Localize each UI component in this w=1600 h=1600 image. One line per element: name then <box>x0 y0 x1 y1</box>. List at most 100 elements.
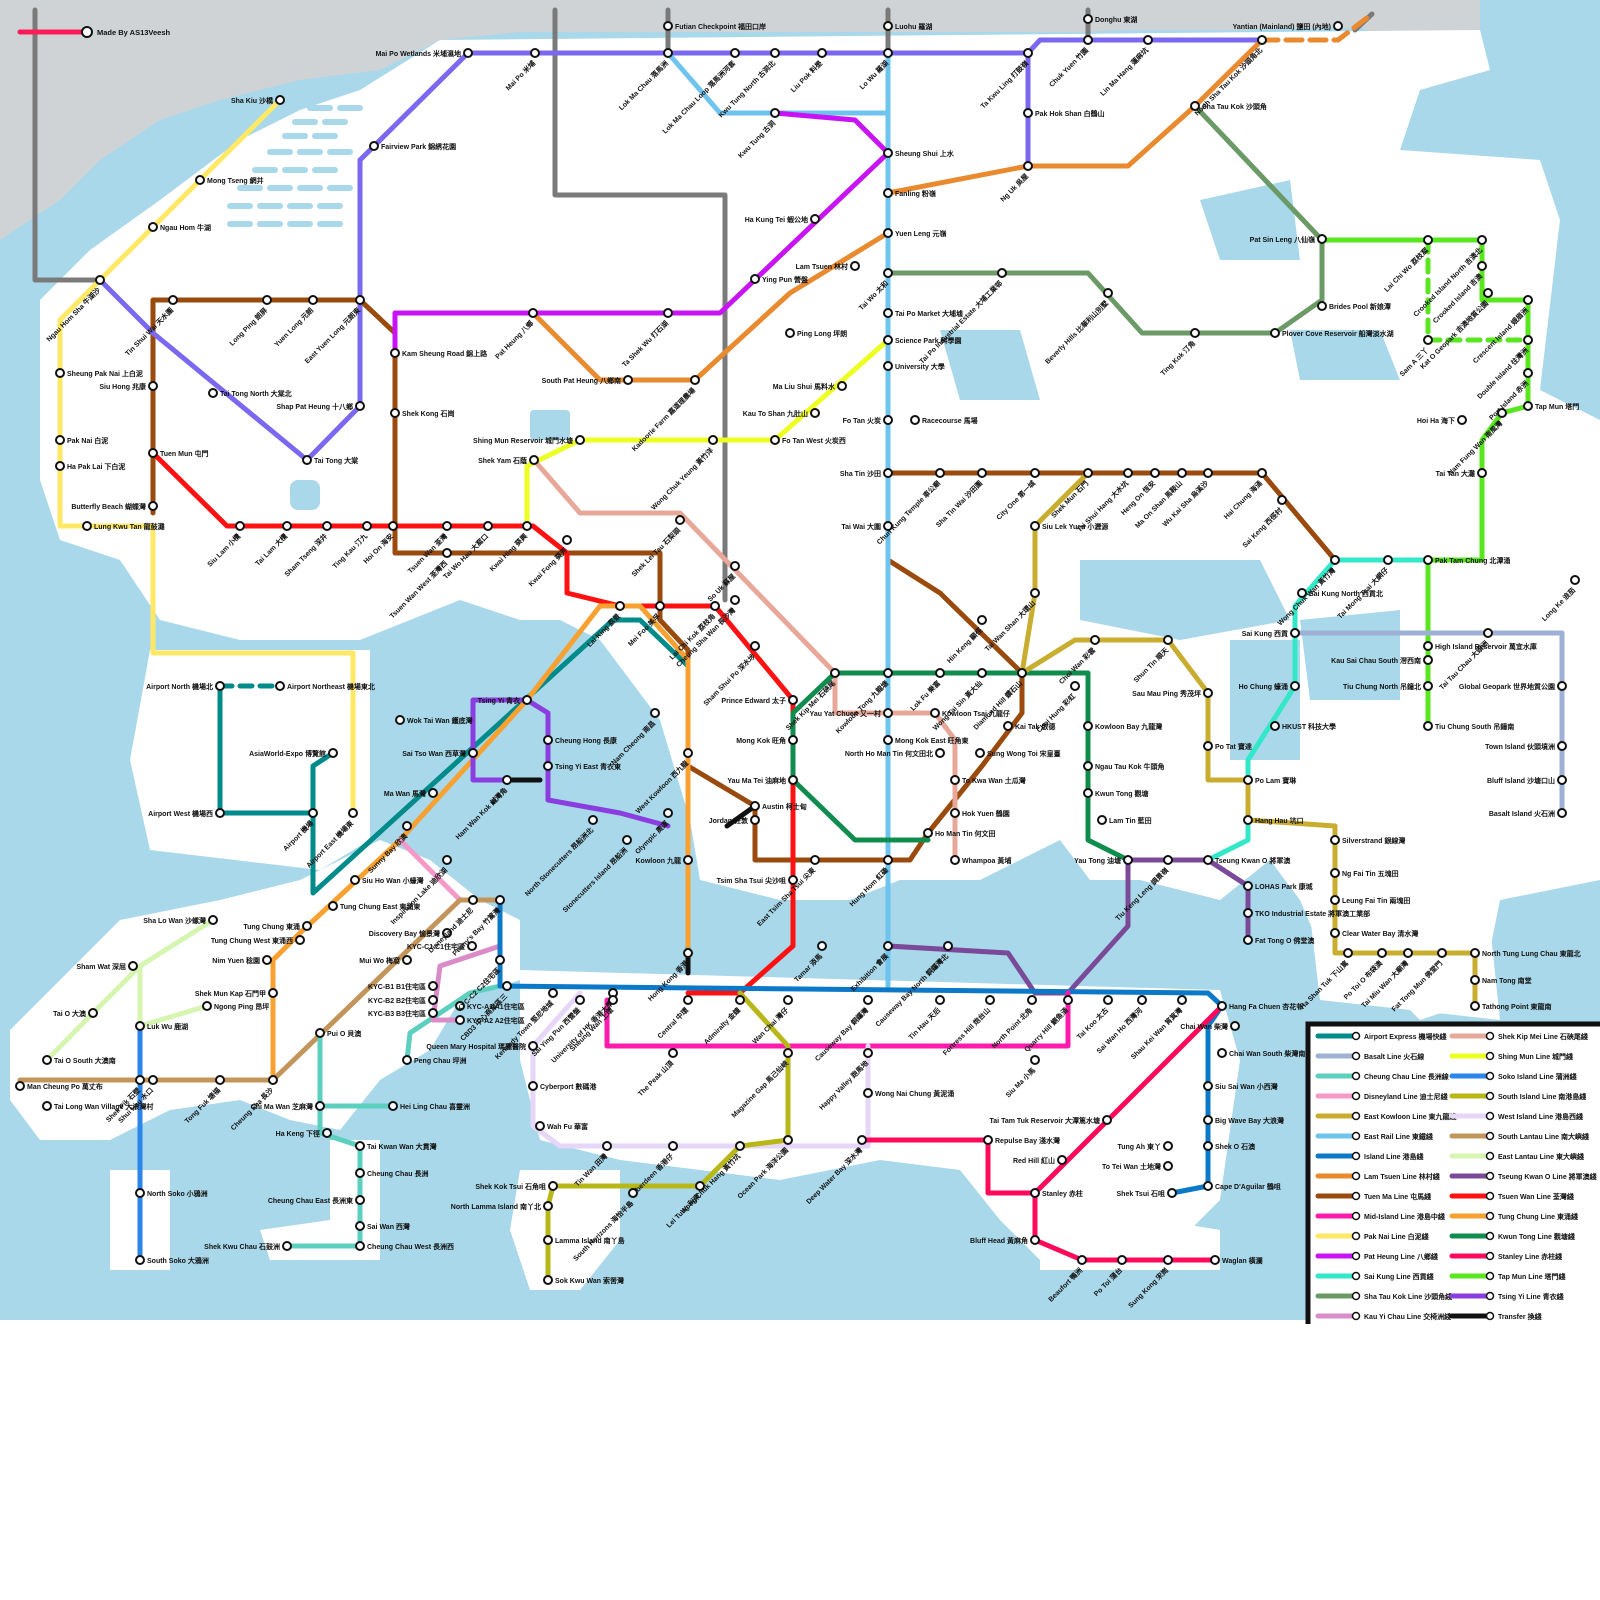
station-marker[interactable] <box>149 502 157 510</box>
station-marker[interactable] <box>669 1049 677 1057</box>
station-marker[interactable] <box>771 49 779 57</box>
station-marker[interactable] <box>603 1142 611 1150</box>
station-marker[interactable] <box>1424 656 1432 664</box>
station-marker[interactable] <box>209 389 217 397</box>
station-marker[interactable] <box>484 522 492 530</box>
station-marker[interactable] <box>356 1222 364 1230</box>
station-marker[interactable] <box>951 809 959 817</box>
station-marker[interactable] <box>236 522 244 530</box>
station-marker[interactable] <box>391 409 399 417</box>
station-marker[interactable] <box>1024 162 1032 170</box>
station-marker[interactable] <box>998 269 1006 277</box>
station-marker[interactable] <box>884 856 892 864</box>
station-marker[interactable] <box>784 1136 792 1144</box>
station-marker[interactable] <box>523 696 531 704</box>
station-marker[interactable] <box>784 1049 792 1057</box>
station-marker[interactable] <box>1024 49 1032 57</box>
station-marker[interactable] <box>496 896 504 904</box>
station-marker[interactable] <box>16 1082 24 1090</box>
station-marker[interactable] <box>1118 1256 1126 1264</box>
station-marker[interactable] <box>789 736 797 744</box>
station-marker[interactable] <box>1031 1056 1039 1064</box>
station-marker[interactable] <box>1191 329 1199 337</box>
station-marker[interactable] <box>731 596 739 604</box>
station-marker[interactable] <box>1244 776 1252 784</box>
station-marker[interactable] <box>978 616 986 624</box>
station-marker[interactable] <box>576 436 584 444</box>
station-marker[interactable] <box>96 276 104 284</box>
station-marker[interactable] <box>789 696 797 704</box>
station-marker[interactable] <box>1331 836 1339 844</box>
station-marker[interactable] <box>56 436 64 444</box>
station-marker[interactable] <box>884 942 892 950</box>
station-marker[interactable] <box>884 49 892 57</box>
station-marker[interactable] <box>1084 722 1092 730</box>
station-marker[interactable] <box>1331 869 1339 877</box>
station-marker[interactable] <box>43 1056 51 1064</box>
station-marker[interactable] <box>129 962 137 970</box>
station-marker[interactable] <box>1478 469 1486 477</box>
station-marker[interactable] <box>1164 1162 1172 1170</box>
station-marker[interactable] <box>1084 469 1092 477</box>
station-marker[interactable] <box>443 522 451 530</box>
station-marker[interactable] <box>356 402 364 410</box>
station-marker[interactable] <box>544 1276 552 1284</box>
station-marker[interactable] <box>976 749 984 757</box>
station-marker[interactable] <box>356 1169 364 1177</box>
station-marker[interactable] <box>984 1136 992 1144</box>
station-marker[interactable] <box>503 982 511 990</box>
station-marker[interactable] <box>1471 949 1479 957</box>
station-marker[interactable] <box>209 916 217 924</box>
station-marker[interactable] <box>349 809 357 817</box>
station-marker[interactable] <box>283 1242 291 1250</box>
station-marker[interactable] <box>1524 336 1532 344</box>
station-marker[interactable] <box>329 902 337 910</box>
station-marker[interactable] <box>1458 416 1466 424</box>
station-marker[interactable] <box>1384 556 1392 564</box>
station-marker[interactable] <box>751 816 759 824</box>
station-marker[interactable] <box>276 96 284 104</box>
station-marker[interactable] <box>1098 816 1106 824</box>
station-marker[interactable] <box>136 1022 144 1030</box>
station-marker[interactable] <box>1258 36 1266 44</box>
station-marker[interactable] <box>356 1142 364 1150</box>
station-marker[interactable] <box>838 382 846 390</box>
station-marker[interactable] <box>736 1142 744 1150</box>
station-marker[interactable] <box>884 362 892 370</box>
station-marker[interactable] <box>1318 235 1326 243</box>
station-marker[interactable] <box>523 522 531 530</box>
station-marker[interactable] <box>1164 1142 1172 1150</box>
station-marker[interactable] <box>936 469 944 477</box>
station-marker[interactable] <box>429 1009 437 1017</box>
station-marker[interactable] <box>751 275 759 283</box>
station-marker[interactable] <box>884 229 892 237</box>
station-marker[interactable] <box>1084 36 1092 44</box>
station-marker[interactable] <box>1424 336 1432 344</box>
station-marker[interactable] <box>884 469 892 477</box>
station-marker[interactable] <box>149 1076 157 1084</box>
station-marker[interactable] <box>363 522 371 530</box>
station-marker[interactable] <box>456 1016 464 1024</box>
station-marker[interactable] <box>1151 469 1159 477</box>
station-marker[interactable] <box>303 456 311 464</box>
station-marker[interactable] <box>751 642 759 650</box>
station-marker[interactable] <box>1424 236 1432 244</box>
station-marker[interactable] <box>1291 629 1299 637</box>
station-marker[interactable] <box>951 856 959 864</box>
station-marker[interactable] <box>1144 36 1152 44</box>
station-marker[interactable] <box>1204 469 1212 477</box>
station-marker[interactable] <box>276 682 284 690</box>
station-marker[interactable] <box>1004 722 1012 730</box>
station-marker[interactable] <box>858 1136 866 1144</box>
station-marker[interactable] <box>711 602 719 610</box>
station-marker[interactable] <box>296 936 304 944</box>
station-marker[interactable] <box>1084 15 1092 23</box>
station-marker[interactable] <box>789 776 797 784</box>
station-marker[interactable] <box>1471 1002 1479 1010</box>
station-marker[interactable] <box>924 829 932 837</box>
station-marker[interactable] <box>309 809 317 817</box>
station-marker[interactable] <box>684 749 692 757</box>
station-marker[interactable] <box>884 336 892 344</box>
station-marker[interactable] <box>818 49 826 57</box>
station-marker[interactable] <box>356 296 364 304</box>
